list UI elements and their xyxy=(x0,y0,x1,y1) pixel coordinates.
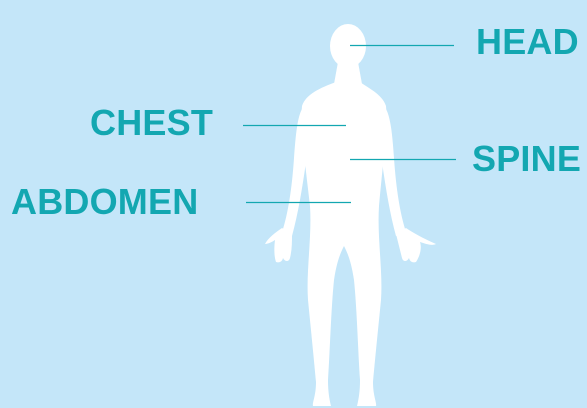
spine-label: SPINE xyxy=(472,141,581,177)
abdomen-label: ABDOMEN xyxy=(11,184,198,220)
chest-label: CHEST xyxy=(90,105,213,141)
head-label: HEAD xyxy=(476,24,579,60)
